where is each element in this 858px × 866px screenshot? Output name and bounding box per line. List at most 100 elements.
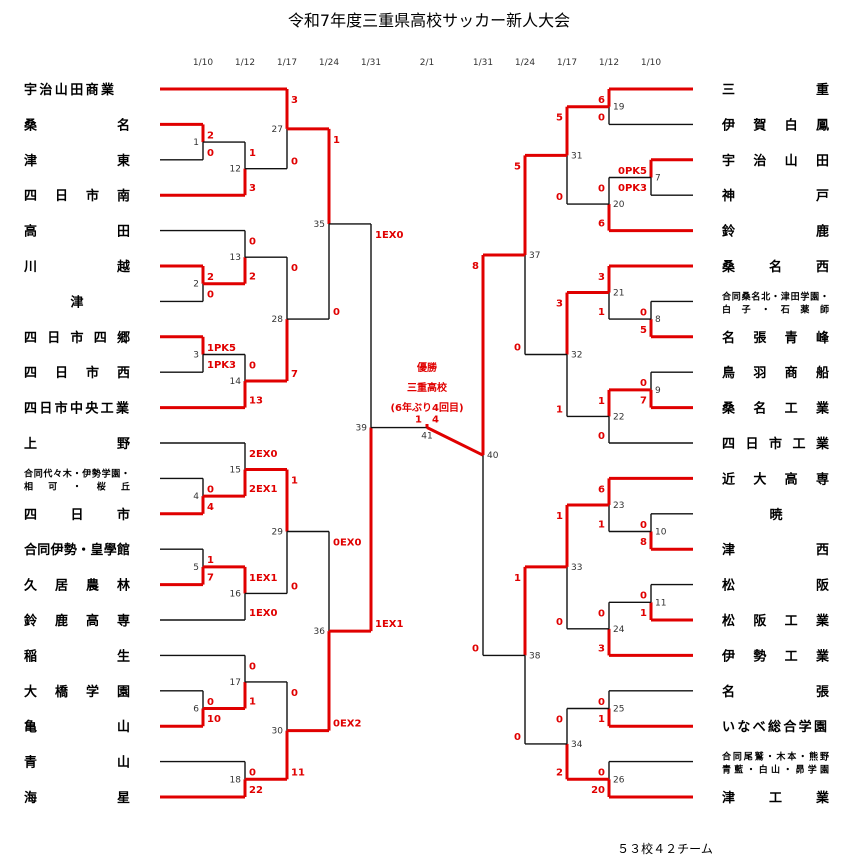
date-left-r3: 1/17: [277, 58, 297, 68]
match-number-6: 6: [193, 705, 199, 715]
team-name-L3: 四日市南: [24, 188, 130, 204]
bracket-labels: 宇治山田商業桑名津東四日市南高田川越津四日市四郷四日市西四日市中央工業上野合同代…: [23, 82, 830, 806]
score-11-top: 0: [640, 591, 647, 602]
score-4-top: 0: [207, 484, 214, 495]
score-1-bottom: 0: [207, 148, 214, 159]
team-name-R1: 伊賀白鳳: [721, 117, 829, 133]
team-name-R6-l2: 白 子 ・ 石 薬 師: [722, 303, 829, 315]
score-29-top: 1: [291, 476, 298, 487]
score-9-bottom: 7: [640, 396, 647, 407]
score-36-bottom: 0EX2: [333, 719, 361, 730]
score-13-bottom: 2: [249, 272, 256, 283]
team-name-L17: 大橋学園: [24, 684, 130, 700]
team-name-L1: 桑名: [23, 117, 130, 133]
score-27-bottom: 0: [291, 157, 298, 168]
match-number-7: 7: [655, 174, 661, 184]
score-36-top: 0EX0: [333, 538, 361, 549]
team-name-R7: 名張青峰: [722, 330, 830, 346]
team-name-L7: 四日市四郷: [24, 330, 130, 346]
score-5-top: 1: [207, 555, 214, 566]
score-31-top: 5: [556, 113, 563, 124]
score-33-top: 1: [556, 511, 563, 522]
match-number-39: 39: [356, 424, 368, 434]
team-name-L6: 津: [70, 294, 83, 310]
team-name-R5: 桑名西: [721, 259, 829, 275]
team-name-L5: 川越: [23, 259, 131, 275]
date-final: 2/1: [420, 58, 434, 68]
team-name-R3: 神戸: [722, 188, 829, 204]
score-28-bottom: 7: [291, 369, 298, 380]
score-9-top: 0: [640, 378, 647, 389]
score-39-bottom: 1EX1: [375, 619, 403, 630]
team-name-R11: 近大高専: [722, 471, 829, 487]
team-name-R6-l1: 合同桑名北・津田学園・: [722, 290, 829, 302]
team-name-L2: 津東: [24, 153, 130, 169]
score-41-right: 4: [432, 415, 439, 426]
date-left-r5: 1/31: [361, 58, 381, 68]
score-23-bottom: 1: [598, 520, 605, 531]
match-number-31: 31: [571, 151, 582, 161]
score-38-top: 1: [514, 573, 521, 584]
match-number-22: 22: [613, 412, 624, 422]
team-name-L4: 高田: [24, 224, 130, 240]
team-name-L11-l2: 相 可 ・ 桜 丘: [24, 480, 130, 492]
page-title: 令和7年度三重県高校サッカー新人大会: [288, 11, 570, 30]
score-30-top: 0: [291, 688, 298, 699]
match-number-32: 32: [571, 351, 582, 361]
score-18-bottom: 22: [249, 785, 263, 796]
team-name-L0: 宇治山田商業: [24, 82, 115, 98]
score-25-top: 0: [598, 697, 605, 708]
match-number-16: 16: [230, 589, 242, 599]
score-16-top: 1EX1: [249, 573, 277, 584]
score-7-top: 0PK5: [618, 166, 647, 177]
score-6-top: 0: [207, 697, 214, 708]
match-number-35: 35: [314, 220, 325, 230]
match-number-23: 23: [613, 501, 624, 511]
score-12-bottom: 3: [249, 183, 256, 194]
score-3-bottom: 1PK3: [207, 360, 236, 371]
match-number-17: 17: [230, 678, 241, 688]
final-line-right: [426, 426, 484, 457]
match-number-33: 33: [571, 563, 582, 573]
score-21-bottom: 1: [598, 307, 605, 318]
team-name-L8: 四日市西: [24, 365, 130, 381]
team-name-R9: 桑名工業: [721, 401, 830, 417]
score-2-top: 2: [207, 272, 214, 283]
score-26-top: 0: [598, 768, 605, 779]
date-right-r3: 1/17: [557, 58, 577, 68]
match-number-15: 15: [230, 466, 241, 476]
score-10-top: 0: [640, 520, 647, 531]
score-20-bottom: 6: [598, 219, 605, 230]
team-name-R19-l1: 合同尾鷲・木本・熊野: [722, 751, 829, 763]
champion-label: 優勝: [416, 361, 438, 374]
score-8-top: 0: [640, 307, 647, 318]
score-20-top: 0: [598, 184, 605, 195]
team-name-L19: 青山: [24, 755, 130, 771]
score-33-bottom: 0: [556, 617, 563, 628]
score-2-bottom: 0: [207, 289, 214, 300]
score-24-top: 0: [598, 608, 605, 619]
score-12-top: 1: [249, 148, 256, 159]
score-18-top: 0: [249, 768, 256, 779]
score-19-top: 6: [598, 95, 605, 106]
team-name-L14: 久居農林: [24, 578, 130, 594]
match-number-37: 37: [529, 251, 540, 261]
team-name-R19-l2: 青藍・白山・昴学園: [722, 764, 829, 776]
score-15-bottom: 2EX1: [249, 484, 277, 495]
champion-team: 三重高校: [407, 381, 448, 394]
team-name-R13: 津西: [722, 542, 829, 558]
score-8-bottom: 5: [640, 325, 647, 336]
score-11-bottom: 1: [640, 608, 647, 619]
match-number-14: 14: [230, 377, 242, 387]
match-number-38: 38: [529, 651, 541, 661]
team-name-L9: 四日市中央工業: [24, 401, 130, 417]
score-27-top: 3: [291, 95, 298, 106]
score-19-bottom: 0: [598, 112, 605, 123]
score-10-bottom: 8: [640, 537, 647, 548]
match-number-27: 27: [272, 125, 283, 135]
match-number-8: 8: [655, 315, 661, 325]
score-40-bottom: 0: [472, 643, 479, 654]
team-name-L16: 稲生: [24, 648, 130, 664]
team-name-R12: 暁: [769, 507, 782, 523]
